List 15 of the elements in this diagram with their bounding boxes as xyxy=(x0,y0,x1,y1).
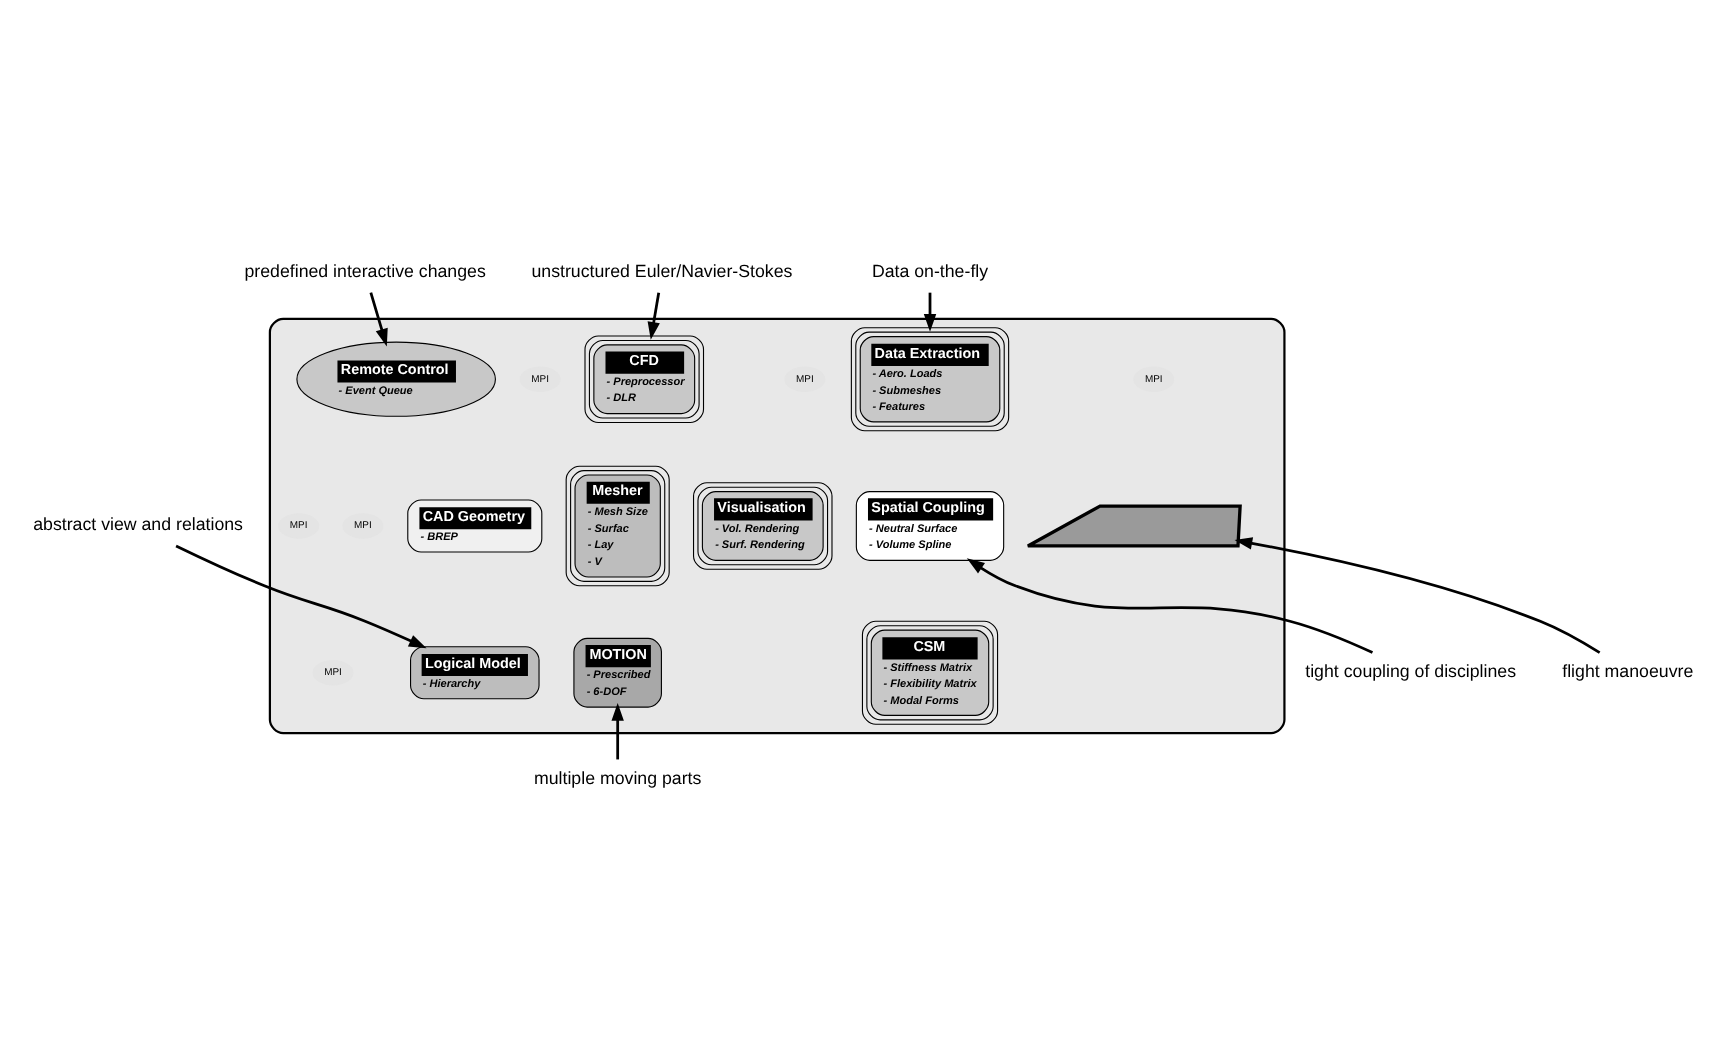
arrow xyxy=(1234,536,1601,653)
node-text: unstructured Euler/Navier-Stokes xyxy=(531,259,793,280)
arrow xyxy=(966,557,1374,653)
node-text: Data on-the-fly xyxy=(871,259,989,280)
arrow xyxy=(175,543,427,648)
node-text: flight manoeuvre xyxy=(1562,659,1694,680)
node-text: multiple moving parts xyxy=(533,766,702,787)
node-text: abstract view and relations xyxy=(33,513,243,534)
arrow xyxy=(923,291,937,331)
arrow xyxy=(647,291,661,339)
node-text: predefined interactive changes xyxy=(244,259,486,280)
arrow xyxy=(611,702,624,759)
node-box xyxy=(1026,503,1242,547)
node-text: tight coupling of disciplines xyxy=(1305,659,1517,680)
arrow xyxy=(369,291,388,346)
